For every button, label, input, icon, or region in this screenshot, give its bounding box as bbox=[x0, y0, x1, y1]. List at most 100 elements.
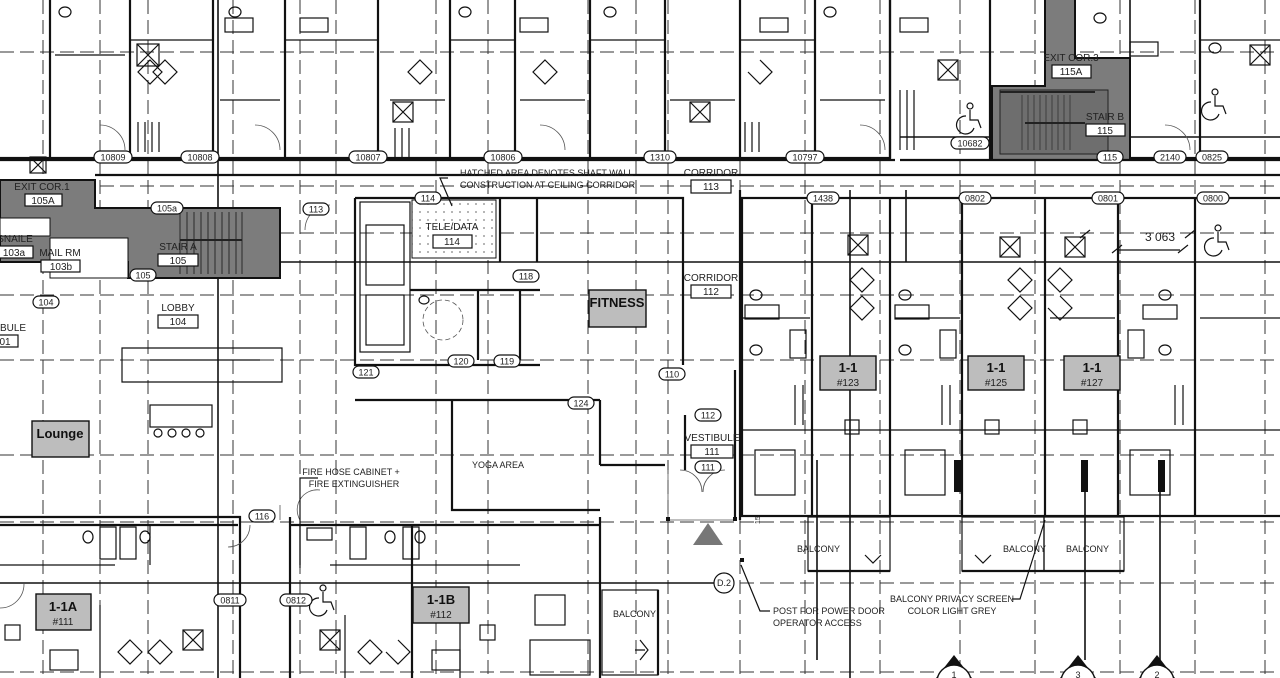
door-tag bbox=[512, 269, 540, 283]
door-tag-label: 104 bbox=[38, 298, 53, 308]
door-tag bbox=[213, 593, 247, 607]
door-tag bbox=[950, 136, 990, 150]
door-tag-label: 10807 bbox=[355, 153, 380, 163]
balcony-label: BALCONY bbox=[613, 609, 656, 619]
stair-b-shaft bbox=[991, 0, 1131, 161]
balcony-label: BALCONY bbox=[797, 544, 840, 554]
grid-bubbles: D.2 1 3 2 bbox=[713, 572, 1175, 678]
dimension-small: 15 bbox=[755, 516, 762, 524]
balcony-label: BALCONY bbox=[1003, 544, 1046, 554]
unit-type: 1-1 bbox=[1083, 360, 1102, 375]
grid-bubble-1 bbox=[936, 664, 972, 678]
grid-bubble-d2 bbox=[713, 572, 735, 594]
door-tag-label: 0825 bbox=[1202, 153, 1222, 163]
door-tag-label: 111 bbox=[701, 463, 715, 473]
note-privacy-screen: BALCONY PRIVACY SCREEN bbox=[890, 594, 1014, 604]
leader-lines bbox=[299, 177, 1196, 612]
door-tag-label: 10682 bbox=[957, 139, 982, 149]
door-tag bbox=[352, 365, 380, 379]
door-tag bbox=[1096, 150, 1124, 164]
door-tag bbox=[180, 150, 220, 164]
room-number: 01 bbox=[0, 337, 11, 348]
note-hatched-area: HATCHED AREA DENOTES SHAFT WALL bbox=[460, 168, 633, 178]
unit-number: #125 bbox=[985, 378, 1008, 389]
note-privacy-screen: COLOR LIGHT GREY bbox=[908, 606, 997, 616]
door-tag-label: 120 bbox=[453, 357, 468, 367]
room-number: 103a bbox=[3, 248, 26, 259]
room-number: 115A bbox=[1060, 67, 1083, 78]
room-number: 103b bbox=[50, 262, 73, 273]
balcony-label: BALCONY bbox=[1066, 544, 1109, 554]
door-tag bbox=[150, 201, 184, 215]
accessible-icon bbox=[1203, 224, 1230, 257]
note-post: POST FOR POWER DOOR bbox=[773, 606, 885, 616]
unit-number: #127 bbox=[1081, 378, 1104, 389]
door-tag bbox=[643, 150, 677, 164]
door-tag bbox=[567, 396, 595, 410]
door-tag bbox=[1196, 191, 1230, 205]
door-tag bbox=[447, 354, 475, 368]
unit-type: 1-1A bbox=[49, 599, 78, 614]
unit-number: #123 bbox=[837, 378, 860, 389]
door-tag-label: 2140 bbox=[1160, 153, 1180, 163]
room-number: 115 bbox=[1097, 126, 1113, 137]
room-number: 104 bbox=[170, 317, 187, 328]
room-name-fitness: FITNESS bbox=[590, 295, 645, 310]
room-name-exit-cor-3: EXIT COR.3 bbox=[1043, 53, 1099, 64]
room-name-yoga: YOGA AREA bbox=[472, 460, 524, 470]
room-name-snaile: SNAILE bbox=[0, 234, 33, 245]
door-tag bbox=[483, 150, 523, 164]
door-tag bbox=[1091, 191, 1125, 205]
door-tag-label: 113 bbox=[309, 205, 323, 215]
note-post: OPERATOR ACCESS bbox=[773, 618, 862, 628]
room-name-corridor-113: CORRIDOR bbox=[684, 168, 738, 179]
grid-bubble-label: 2 bbox=[1154, 670, 1159, 678]
room-number: 105A bbox=[31, 196, 55, 207]
top-units bbox=[0, 0, 1280, 174]
door-tag-label: 110 bbox=[665, 370, 679, 380]
door-tag-label: 119 bbox=[500, 357, 514, 367]
unit-tag-123 bbox=[819, 355, 877, 391]
unit-number: #111 bbox=[53, 617, 74, 628]
grid-bubble-label: D.2 bbox=[717, 578, 731, 588]
room-number: 112 bbox=[703, 287, 719, 298]
door-tag-label: 118 bbox=[519, 272, 533, 282]
door-tag bbox=[32, 295, 60, 309]
door-tag-label: 114 bbox=[421, 194, 435, 204]
room-number: 114 bbox=[444, 237, 460, 248]
door-tag bbox=[658, 367, 686, 381]
door-tag bbox=[129, 268, 157, 282]
room-name-lounge: Lounge bbox=[37, 426, 84, 441]
note-fire-hose: FIRE EXTINGUISHER bbox=[309, 479, 400, 489]
door-tag-label: 124 bbox=[573, 399, 588, 409]
unit-type: 1-1 bbox=[987, 360, 1006, 375]
door-tag-label: 116 bbox=[255, 512, 269, 522]
room-name-mail-rm: MAIL RM bbox=[39, 248, 80, 259]
unit-tag-127 bbox=[1063, 355, 1121, 391]
door-tag bbox=[785, 150, 825, 164]
room-name-tele-data: TELE/DATA bbox=[426, 222, 479, 233]
door-tag bbox=[1195, 150, 1229, 164]
unit-number: #112 bbox=[430, 610, 452, 621]
door-tag-label: 0812 bbox=[286, 596, 306, 606]
accessible-icon bbox=[308, 584, 335, 617]
room-number: 105 bbox=[170, 256, 187, 267]
door-tag-label: 0801 bbox=[1098, 194, 1118, 204]
room-name-stair-a: STAIR A bbox=[159, 242, 197, 253]
grid-bubble-2 bbox=[1139, 664, 1175, 678]
balconies bbox=[601, 516, 1125, 676]
right-units bbox=[740, 196, 1280, 518]
door-tag bbox=[694, 408, 722, 422]
room-name-exit-cor-1: EXIT COR.1 bbox=[14, 182, 70, 193]
door-tag-label: 105a bbox=[157, 204, 177, 214]
door-tag-label: 10808 bbox=[187, 153, 212, 163]
door-tag bbox=[694, 460, 722, 474]
annotations: HATCHED AREA DENOTES SHAFT WALL CONSTRUC… bbox=[302, 168, 1175, 628]
door-tag-label: 0800 bbox=[1203, 194, 1223, 204]
room-name-stair-b: STAIR B bbox=[1086, 112, 1124, 123]
door-tag-label: 105 bbox=[135, 271, 150, 281]
door-tag-label: 0802 bbox=[965, 194, 985, 204]
door-tag bbox=[806, 191, 840, 205]
